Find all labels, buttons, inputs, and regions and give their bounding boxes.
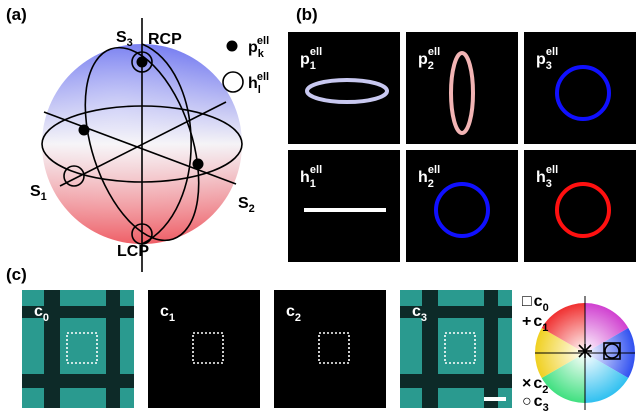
panel-b-label: (b) [296,5,318,24]
label-h2: h2ell [418,164,440,190]
ellipse-p1 [305,78,389,104]
label-c1: c1 [160,303,175,324]
panel-a-legend: pkell hlell [222,35,269,96]
label-p2: p2ell [418,46,440,72]
tile-p3 [524,32,636,144]
legend-c0: □c0 [522,293,549,314]
c3-stripe-h2 [400,374,512,388]
tile-c2 [274,290,386,408]
label-c3: c3 [412,303,427,324]
legend-c1: +c1 [522,313,548,334]
tile-c3 [400,290,512,408]
point-h-top [131,51,153,73]
c3-stripe-h1 [400,306,512,318]
c2-bg [274,290,386,408]
c0-stripe-h1 [22,306,134,318]
s1-label: S1 [30,183,47,203]
label-p1: p1ell [300,46,322,72]
point-h-s1 [63,165,85,187]
point-p-right [192,158,204,170]
circle-h3 [555,182,611,238]
panel-b: (b) p1ell p2ell p3ell h1ell h2ell h3ell [288,5,636,262]
circle-h2 [434,182,490,238]
wheel-marker-circle [604,343,620,359]
panel-a: (a) S3 RCP S1 S2 LCP pkell h [6,5,269,272]
legend-c2: ×c2 [522,375,548,396]
c3-roi [444,332,476,364]
rcp-label: RCP [148,31,182,48]
c1-bg [148,290,260,408]
wheel-marker-x2 [578,344,592,358]
c2-roi [318,332,350,364]
ellipse-p2 [449,51,475,135]
tile-h1 [288,150,400,262]
panel-c: (c) [6,265,635,414]
panel-c-label: (c) [6,265,27,284]
legend-c3: ○c3 [522,393,549,414]
wheel-marker-square [603,342,621,360]
label-h3: h3ell [536,164,558,190]
point-p-top [136,56,148,68]
label-p3: p3ell [536,46,558,72]
tile-c1 [148,290,260,408]
label-c0: c0 [34,303,49,324]
label-c2: c2 [286,303,301,324]
legend-filled-dot-icon [226,40,238,52]
panel-a-label: (a) [6,5,27,24]
legend-h-label: hlell [248,71,269,96]
tile-p2 [406,32,518,144]
tile-c0 [22,290,134,408]
point-h-bottom [131,223,153,245]
lcp-label: LCP [117,243,149,260]
tile-h3 [524,150,636,262]
circle-p3 [555,65,611,121]
legend-open-circle-icon [222,71,244,93]
c0-roi [66,332,98,364]
label-h1: h1ell [300,164,322,190]
great-circle-arc [141,43,192,245]
s3-label: S3 [116,29,133,49]
s2-axis [43,111,237,185]
legend-p-label: pkell [248,35,269,60]
c0-stripe-h2 [22,374,134,388]
s2-label: S2 [238,195,255,215]
meridian [84,46,200,242]
color-wheel [535,296,635,410]
panel-c-legend: □c0 +c1 ×c2 ○c3 [522,293,549,414]
s1-axis [59,101,227,187]
point-p-left [78,124,90,136]
tile-h2 [406,150,518,262]
c1-roi [192,332,224,364]
